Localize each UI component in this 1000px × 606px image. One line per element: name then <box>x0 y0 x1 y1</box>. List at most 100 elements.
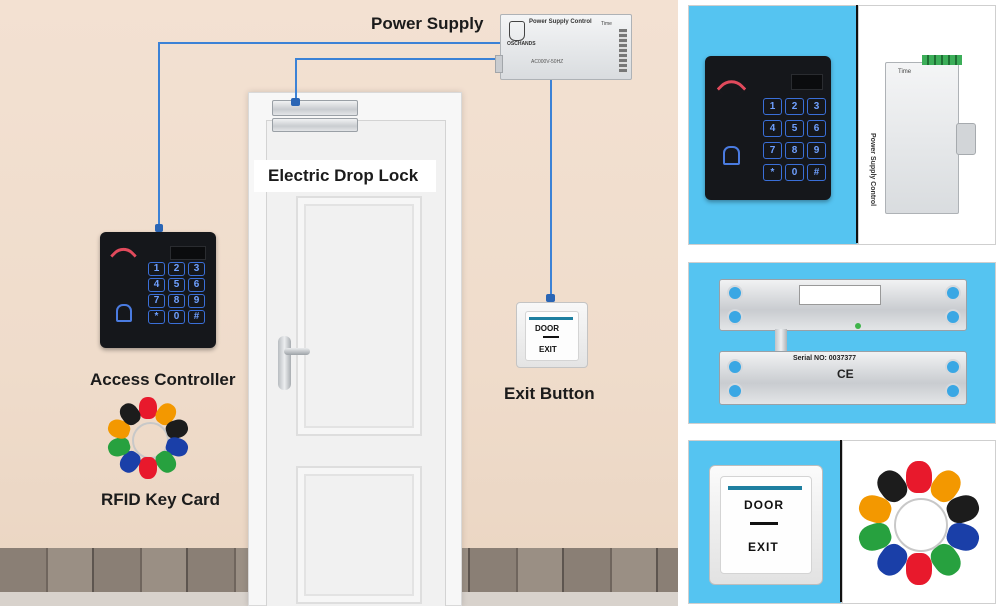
exit-door-text: DOOR <box>535 324 559 333</box>
keyring <box>893 497 949 553</box>
lock-body-lower <box>719 351 967 405</box>
panel-divider-bottom <box>840 440 842 602</box>
exit-face-large <box>720 476 812 574</box>
keypad-key[interactable]: 5 <box>785 120 804 137</box>
screw-hole <box>727 359 743 375</box>
key-icon <box>543 336 559 344</box>
exit-button-device[interactable]: DOOR EXIT <box>516 302 588 368</box>
keypad-key[interactable]: 6 <box>807 120 826 137</box>
door-handle-plate <box>278 336 291 390</box>
keypad-key[interactable]: 3 <box>807 98 826 115</box>
exit-button-stripe <box>529 317 573 320</box>
keypad-key[interactable]: 8 <box>785 142 804 159</box>
exit-stripe-large <box>728 486 802 490</box>
keypad-key[interactable]: 0 <box>168 310 185 324</box>
rfid-fob <box>906 461 932 493</box>
controller-display <box>170 246 206 260</box>
rfid-fob <box>906 553 932 585</box>
psu-device-large: Power Supply Control Time <box>869 55 976 214</box>
wiring-scene: Power Supply Control OSCHANDS AC000V-50H… <box>0 0 678 606</box>
screw-hole <box>727 309 743 325</box>
panel-drop-lock: Serial NO: 0037377 CE <box>688 262 996 424</box>
screw-hole <box>727 285 743 301</box>
exit-button-label: Exit Button <box>504 384 595 403</box>
access-controller-label: Access Controller <box>90 370 236 389</box>
panel-divider-top <box>856 5 858 243</box>
psu-model: AC000V-50HZ <box>531 59 564 65</box>
keypad-key[interactable]: 4 <box>148 278 165 292</box>
panel-psu: Power Supply Control Time <box>858 5 996 245</box>
rfid-fob <box>139 397 157 419</box>
door-handle-lever <box>284 348 310 355</box>
lock-label-sticker <box>799 285 881 305</box>
power-supply-label: Power Supply <box>371 14 484 33</box>
keypad-key[interactable]: * <box>763 164 782 181</box>
wire-top <box>158 42 500 44</box>
door-panel-top <box>296 196 422 436</box>
psu-time-large: Time <box>898 69 912 75</box>
psu-title: Power Supply Control <box>529 19 592 25</box>
keypad-key[interactable]: 4 <box>763 120 782 137</box>
rfid-key-card-label: RFID Key Card <box>101 490 221 509</box>
keypad-key[interactable]: 3 <box>188 262 205 276</box>
keypad-key[interactable]: 9 <box>807 142 826 159</box>
rfid-fob <box>139 457 157 479</box>
keypad-key[interactable]: 8 <box>168 294 185 308</box>
power-supply-box: Power Supply Control OSCHANDS AC000V-50H… <box>495 14 632 80</box>
keypad-key[interactable]: 7 <box>763 142 782 159</box>
panel-exit-button: DOOR EXIT <box>688 440 842 604</box>
exit-door-text-large: DOOR <box>744 498 784 512</box>
keypad-key[interactable]: 7 <box>148 294 165 308</box>
door-panel-bottom <box>296 466 422 604</box>
exit-exit-text: EXIT <box>539 345 557 354</box>
key-icon-large <box>750 522 778 533</box>
electric-drop-lock-label: Electric Drop Lock <box>268 166 419 185</box>
keypad-key[interactable]: 1 <box>763 98 782 115</box>
wire-lock-down <box>295 58 297 102</box>
psu-brand: OSCHANDS <box>507 41 536 47</box>
keypad-key[interactable]: # <box>188 310 205 324</box>
keypad-key[interactable]: * <box>148 310 165 324</box>
keypad-key[interactable]: 6 <box>188 278 205 292</box>
drop-lock-plate <box>272 118 358 132</box>
keypad-key[interactable]: 2 <box>168 262 185 276</box>
screw-hole <box>945 383 961 399</box>
psu-side-tab <box>495 55 503 73</box>
screw-hole <box>945 285 961 301</box>
rfid-fob-cluster <box>102 396 194 480</box>
wire-connector-lock <box>291 98 300 106</box>
bell-icon-large <box>723 146 740 165</box>
bell-icon <box>116 304 132 322</box>
psu-terminals <box>619 29 627 73</box>
psu-title-large: Power Supply Control <box>869 133 876 207</box>
drop-lock-label-box <box>254 160 436 192</box>
keypad-key[interactable]: # <box>807 164 826 181</box>
keypad-key[interactable]: 1 <box>148 262 165 276</box>
exit-button-large: DOOR EXIT <box>709 465 823 585</box>
rfid-wave-icon <box>110 242 137 269</box>
panel-rfid-fobs <box>842 440 996 604</box>
lock-serial: Serial NO: 0037377 <box>793 355 857 362</box>
lock-led <box>855 323 861 329</box>
wire-exit-down <box>550 80 552 298</box>
keypad-key[interactable]: 0 <box>785 164 804 181</box>
wire-lock-horizontal <box>295 58 501 60</box>
wire-controller-up <box>158 42 160 232</box>
keypad-key[interactable]: 9 <box>188 294 205 308</box>
rfid-wave-icon-large <box>716 73 747 104</box>
wire-connector-controller <box>155 224 163 232</box>
psu-mount-tab <box>956 123 976 155</box>
psu-hand-icon <box>509 21 525 41</box>
psu-terminals-large <box>922 55 962 65</box>
screw-hole <box>727 383 743 399</box>
lock-ce-mark: CE <box>837 367 854 381</box>
rfid-fob-cluster-large <box>853 455 985 591</box>
wire-connector-exit <box>546 294 555 302</box>
keypad-key[interactable]: 2 <box>785 98 804 115</box>
exit-exit-text-large: EXIT <box>748 540 779 554</box>
keypad-key[interactable]: 5 <box>168 278 185 292</box>
screw-hole <box>945 359 961 375</box>
